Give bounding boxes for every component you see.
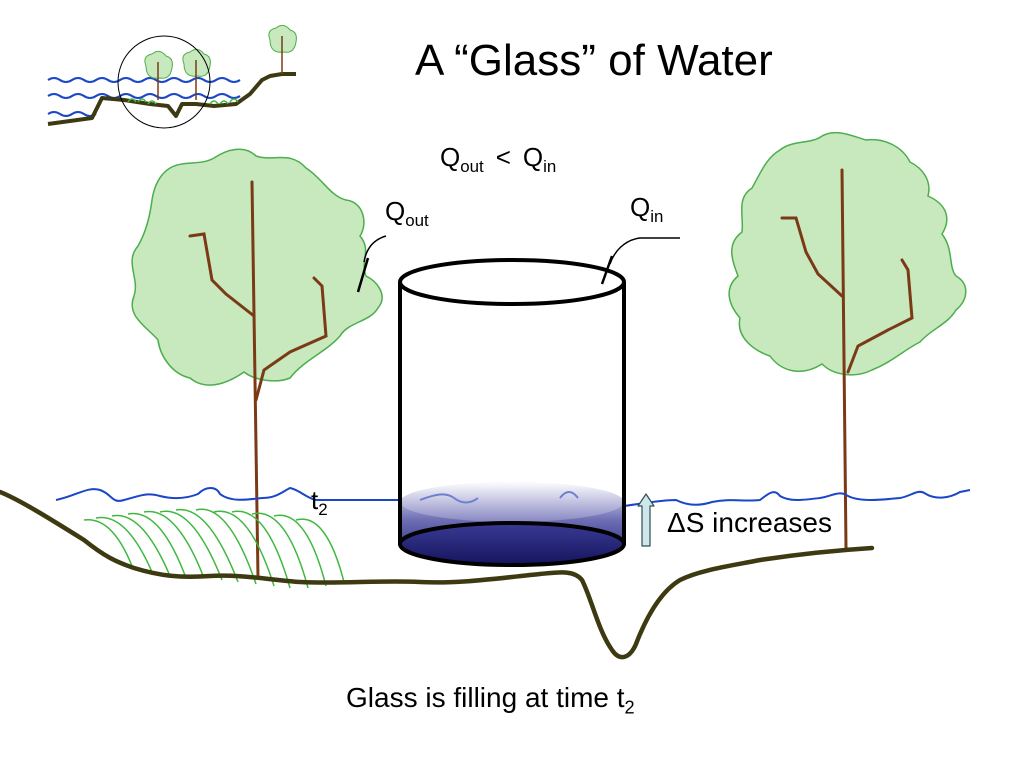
storage-increase-arrow — [637, 493, 655, 547]
q-in-subscript: in — [650, 206, 664, 226]
inequality-operator: < — [495, 142, 511, 172]
inequality-lhs: Q — [440, 142, 461, 172]
glass-water-ripple — [419, 491, 579, 504]
storage-label: ΔS increases — [667, 507, 832, 538]
q-out-label: Qout — [385, 196, 429, 230]
left-tree — [131, 148, 383, 580]
thumbnail-grass — [127, 98, 239, 105]
q-out-subscript: out — [405, 210, 429, 230]
caption-text: Glass is filling at time t — [346, 682, 625, 713]
q-in-tick — [600, 255, 614, 285]
left-tree-foliage — [131, 148, 383, 386]
page-title: A “Glass” of Water — [415, 36, 773, 85]
thumbnail-focus-circle — [117, 35, 211, 129]
right-tree-foliage — [728, 131, 967, 376]
q-in-main: Q — [630, 192, 651, 222]
grass-roots — [83, 508, 345, 589]
flow-inequality: Qout < Qin — [440, 142, 557, 176]
time-label: t2 — [311, 485, 328, 519]
right-tree — [728, 131, 967, 550]
time-main: t — [311, 485, 319, 515]
inequality-lhs-subscript: out — [460, 156, 484, 176]
glass-rim — [398, 258, 626, 306]
thumbnail-tree — [268, 24, 297, 74]
caption: Glass is filling at time t2 — [346, 682, 635, 718]
time-subscript: 2 — [318, 499, 328, 519]
overview-thumbnail — [47, 24, 297, 129]
q-out-leader — [363, 235, 387, 263]
water-table-line — [55, 486, 971, 507]
caption-subscript: 2 — [624, 697, 635, 718]
thumbnail-water-lines — [47, 77, 241, 117]
inequality-rhs-subscript: in — [543, 156, 557, 176]
q-in-leader — [609, 237, 680, 265]
q-out-tick — [356, 257, 370, 293]
thumbnail-ground — [47, 72, 296, 126]
water-glass — [398, 258, 626, 567]
right-tree-branches — [780, 168, 914, 550]
q-out-main: Q — [385, 196, 406, 226]
thumbnail-tree — [144, 50, 173, 100]
glass-water-surface — [400, 482, 624, 522]
ground-surface — [0, 489, 875, 660]
q-in-label: Qin — [630, 192, 664, 226]
thumbnail-tree — [182, 48, 211, 100]
left-tree-branches — [188, 180, 328, 580]
inequality-rhs: Q — [522, 142, 544, 172]
glass-bottom — [398, 521, 626, 567]
